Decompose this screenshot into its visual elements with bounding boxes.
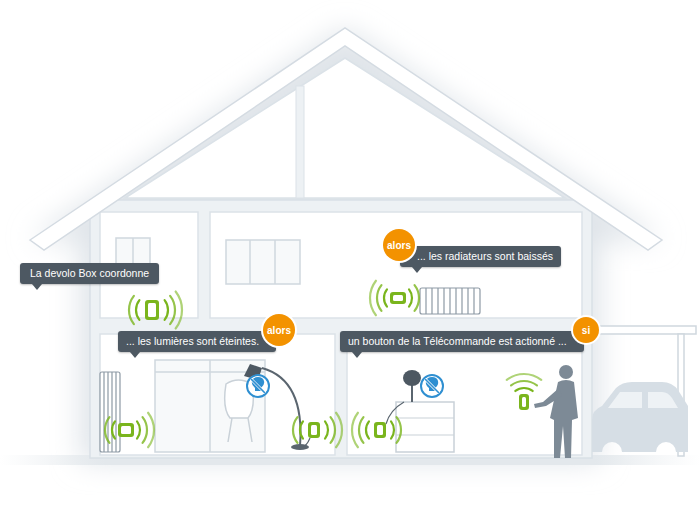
car <box>592 382 688 452</box>
glow <box>30 28 662 462</box>
badge-text: si <box>582 325 590 336</box>
badge-text: alors <box>267 325 291 336</box>
devolo-plug <box>390 292 406 304</box>
callout-text: La devolo Box coordonne <box>30 267 149 280</box>
attic-wall <box>296 86 304 198</box>
callout-box: La devolo Box coordonne <box>20 263 159 284</box>
wireless-wave <box>170 296 175 324</box>
wireless-wave <box>136 300 139 320</box>
radiator <box>100 288 480 452</box>
wireless-wave <box>391 421 394 438</box>
house-body <box>90 200 592 458</box>
callout-box: ... les radiateurs sont baissés <box>400 246 561 267</box>
wireless-wave <box>300 421 303 438</box>
wireless-wave <box>105 417 109 443</box>
wireless-wave <box>415 285 419 311</box>
wireless-wave <box>366 421 369 438</box>
callout-text: un bouton de la Télécommande est actionn… <box>348 335 567 348</box>
callout-text: ... les lumières sont éteintes. <box>126 335 259 348</box>
wireless-wave <box>331 417 335 443</box>
light-off-icon <box>421 375 443 397</box>
wireless-wave <box>112 421 115 438</box>
wireless-wave <box>352 413 358 447</box>
callout-box: un bouton de la Télécommande est actionn… <box>340 331 584 352</box>
devolo-plug <box>374 422 386 438</box>
carport <box>592 326 696 456</box>
wireless-wave <box>325 421 328 438</box>
devolo-plug <box>519 394 529 410</box>
light-off-icon <box>247 375 269 397</box>
wireless-wave <box>293 417 297 443</box>
floor-lamp <box>244 364 310 450</box>
wireless-wave <box>515 388 532 391</box>
wireless-wave <box>148 413 154 447</box>
devolo-plug <box>118 423 134 437</box>
wireless-wave <box>129 296 134 324</box>
roof <box>30 28 662 250</box>
dresser <box>386 370 454 452</box>
wireless-wave <box>165 300 168 320</box>
wireless-wave <box>511 381 537 385</box>
condition-badge: alors <box>263 314 295 346</box>
wireless-wave <box>137 421 140 438</box>
devolo-plug <box>308 422 320 438</box>
wireless-wave <box>370 281 376 315</box>
condition-badge: si <box>573 317 599 343</box>
wireless-wave <box>176 292 182 329</box>
wireless-wave <box>359 417 363 443</box>
callout-box: ... les lumières sont éteintes. <box>118 331 276 352</box>
wireless-wave <box>397 417 401 443</box>
wireless-wave <box>377 285 381 311</box>
wireless-wave <box>507 374 541 380</box>
car-window <box>608 392 678 408</box>
wireless-wave <box>384 289 387 306</box>
devolo-plug <box>145 300 159 320</box>
badge-text: alors <box>387 240 411 251</box>
callout-text: ... les radiateurs sont baissés <box>417 250 553 263</box>
wireless-wave <box>336 413 342 447</box>
wireless-wave <box>143 417 147 443</box>
condition-badge: alors <box>383 229 415 261</box>
attic <box>125 58 565 198</box>
wireless-wave <box>409 289 412 306</box>
